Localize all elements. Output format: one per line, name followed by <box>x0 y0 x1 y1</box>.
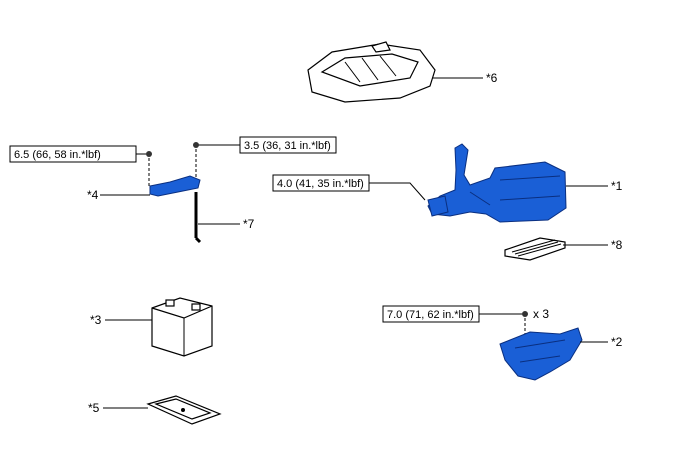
air-filter-element <box>504 237 566 261</box>
callout-5: *5 <box>88 401 100 415</box>
bolt-icon-2 <box>522 311 528 317</box>
callout-4: *4 <box>87 188 99 202</box>
callout-6: *6 <box>486 71 498 85</box>
torque-spec-2: 3.5 (36, 31 in.*lbf) <box>244 140 331 152</box>
battery-clamp-bracket <box>149 175 201 197</box>
torque-spec-4: 7.0 (71, 62 in.*lbf) <box>387 309 474 321</box>
callout-8: *8 <box>611 238 623 252</box>
callout-7: *7 <box>243 217 255 231</box>
battery-tray-plate <box>146 395 222 425</box>
bolt-quantity: x 3 <box>533 307 549 321</box>
hold-down-rod <box>194 192 202 244</box>
torque-spec-3: 4.0 (41, 35 in.*lbf) <box>277 178 364 190</box>
callout-1: *1 <box>611 179 623 193</box>
bolt-icon <box>146 151 152 157</box>
nut-icon <box>193 142 199 148</box>
callout-2: *2 <box>611 335 623 349</box>
torque-spec-1: 6.5 (66, 58 in.*lbf) <box>14 149 101 161</box>
air-cleaner-assembly <box>427 143 567 223</box>
callout-3: *3 <box>90 313 102 327</box>
engine-cover <box>307 41 436 103</box>
battery-carrier <box>499 327 583 381</box>
battery <box>151 297 213 357</box>
